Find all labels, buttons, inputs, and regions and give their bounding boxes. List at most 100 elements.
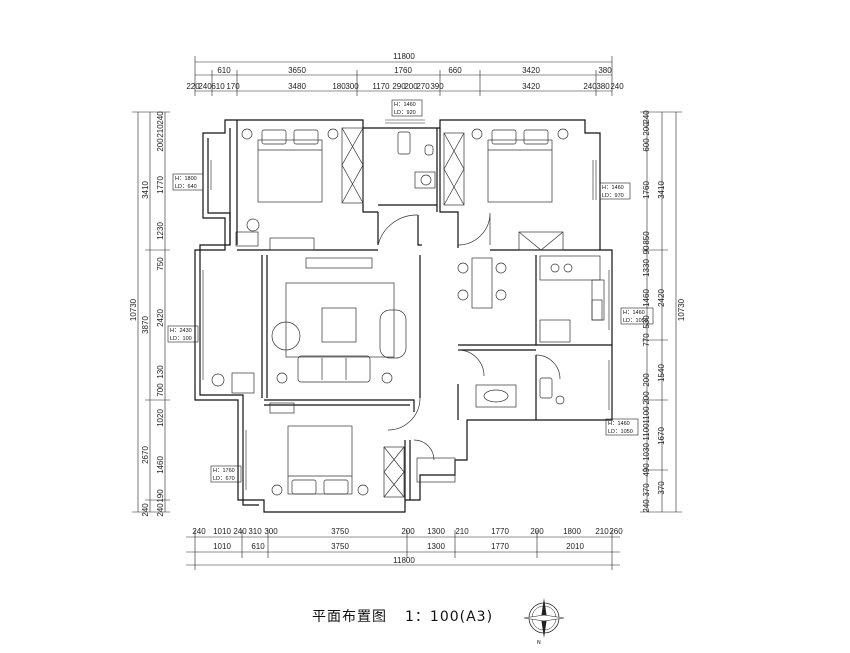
left-dim2: 240 [156, 503, 165, 517]
bottom-dim: 310 [248, 527, 262, 536]
bottom-dim: 300 [264, 527, 278, 536]
right-dim2: 1030 [642, 443, 651, 461]
kitchen-fixtures [539, 255, 605, 343]
bottom-dim: 200 [530, 527, 544, 536]
top-dim2: 3480 [288, 82, 306, 91]
top-dimensions: 11800 610 3650 1760 660 3420 380 220 240… [186, 52, 624, 96]
top-dim2: 300 [345, 82, 359, 91]
right-dim2: 600 [642, 138, 651, 152]
window-note-h: H：1460 [623, 310, 645, 316]
right-dim2: 240 [642, 499, 651, 513]
doors [377, 212, 561, 461]
bottom-dim2: 1770 [491, 542, 509, 551]
top-dim2: 240 [610, 82, 624, 91]
bottom-dimensions: 240 1010 240 310 300 3750 200 1300 210 1… [186, 527, 623, 570]
top-dim2: 240 [198, 82, 212, 91]
right-dim2: 1460 [642, 289, 651, 307]
top-total-dim: 11800 [393, 52, 415, 61]
bottom-dim2: 610 [251, 542, 265, 551]
sofa-icon [271, 257, 407, 384]
bottom-dim: 240 [192, 527, 206, 536]
left-dim2: 210 [156, 124, 165, 138]
window-note-ld: LD：670 [213, 476, 235, 482]
walls [194, 119, 613, 513]
window-note-h: H：2430 [170, 328, 192, 334]
bottom-dim: 3750 [331, 527, 349, 536]
drawing-title-text: 平面布置图 [312, 609, 387, 625]
right-dim2: 1330 [642, 259, 651, 277]
right-dim2: 200 [642, 391, 651, 405]
left-total-dim: 10730 [129, 298, 138, 321]
right-dim2: 1100 [642, 423, 651, 441]
window-note-ld: LD：1050 [623, 318, 648, 324]
right-dim2: 770 [642, 333, 651, 347]
dining-table-icon [457, 257, 507, 309]
bottom-dim: 200 [401, 527, 415, 536]
top-dim: 3650 [288, 66, 306, 75]
left-dim2: 240 [156, 111, 165, 125]
bed-icon [271, 425, 369, 496]
right-dimensions: 10730 3410 2420 1540 1670 370 240 200 60… [640, 110, 686, 513]
top-dim2: 240 [583, 82, 597, 91]
bottom-dim: 1010 [213, 527, 231, 536]
left-dim2: 1230 [156, 222, 165, 240]
right-dim: 370 [657, 481, 666, 495]
window-note-ld: LD：1050 [608, 429, 633, 435]
right-total-dim: 10730 [677, 298, 686, 321]
left-dim2: 1020 [156, 409, 165, 427]
bottom-dim: 260 [609, 527, 623, 536]
north-arrow-icon [523, 598, 565, 638]
window-note-ld: LD：640 [175, 184, 197, 190]
window-note-h: H：1760 [213, 468, 235, 474]
bottom-dim2: 3750 [331, 542, 349, 551]
left-dim2: 130 [156, 365, 165, 379]
left-dimensions: 10730 3410 3870 2670 240 240 210 200 177… [129, 111, 170, 517]
top-dim: 3420 [522, 66, 540, 75]
bottom-dim2: 1010 [213, 542, 231, 551]
bottom-dim: 1800 [563, 527, 581, 536]
window-note-ld: LD：100 [170, 336, 192, 342]
left-dim2: 1770 [156, 176, 165, 194]
left-dim2: 200 [156, 138, 165, 152]
top-dim: 660 [448, 66, 462, 75]
top-dim: 380 [598, 66, 612, 75]
top-dim2: 1170 [372, 82, 390, 91]
top-dim2: 170 [226, 82, 240, 91]
left-dim2: 1460 [156, 456, 165, 474]
top-dim2: 380 [596, 82, 610, 91]
window-note-h: H：1460 [394, 102, 416, 108]
top-dim: 1760 [394, 66, 412, 75]
left-dim2: 750 [156, 257, 165, 271]
right-dim2: 1760 [642, 181, 651, 199]
bottom-total-dim: 11800 [393, 556, 415, 565]
balcony-fixtures [211, 218, 456, 483]
right-dim: 1540 [657, 364, 666, 382]
left-dim2: 190 [156, 489, 165, 503]
bottom-dim: 1300 [427, 527, 445, 536]
top-dim2: 390 [430, 82, 444, 91]
right-dim2: 200 [642, 122, 651, 136]
wardrobe-icon [269, 127, 564, 498]
right-dim: 1670 [657, 427, 666, 445]
right-dim2: 530 [642, 315, 651, 329]
top-dim2: 180 [332, 82, 346, 91]
bed-icon [471, 128, 569, 203]
window-note-h: H：1800 [175, 176, 197, 182]
window-note-h: H：1460 [602, 185, 624, 191]
bottom-dim2: 1300 [427, 542, 445, 551]
right-dim2: 490 [642, 463, 651, 477]
top-dim: 610 [217, 66, 231, 75]
right-dim: 3410 [657, 181, 666, 199]
left-dim: 240 [141, 503, 150, 517]
top-dim2: 610 [211, 82, 225, 91]
window-note-ld: LD：920 [394, 110, 416, 116]
window-note-ld: LD：970 [602, 193, 624, 199]
bottom-dim: 240 [233, 527, 247, 536]
top-dim2: 270 [416, 82, 430, 91]
bathroom-fixtures [397, 131, 565, 408]
top-dim2: 3420 [522, 82, 540, 91]
bottom-dim: 210 [455, 527, 469, 536]
bed-icon [241, 128, 339, 203]
